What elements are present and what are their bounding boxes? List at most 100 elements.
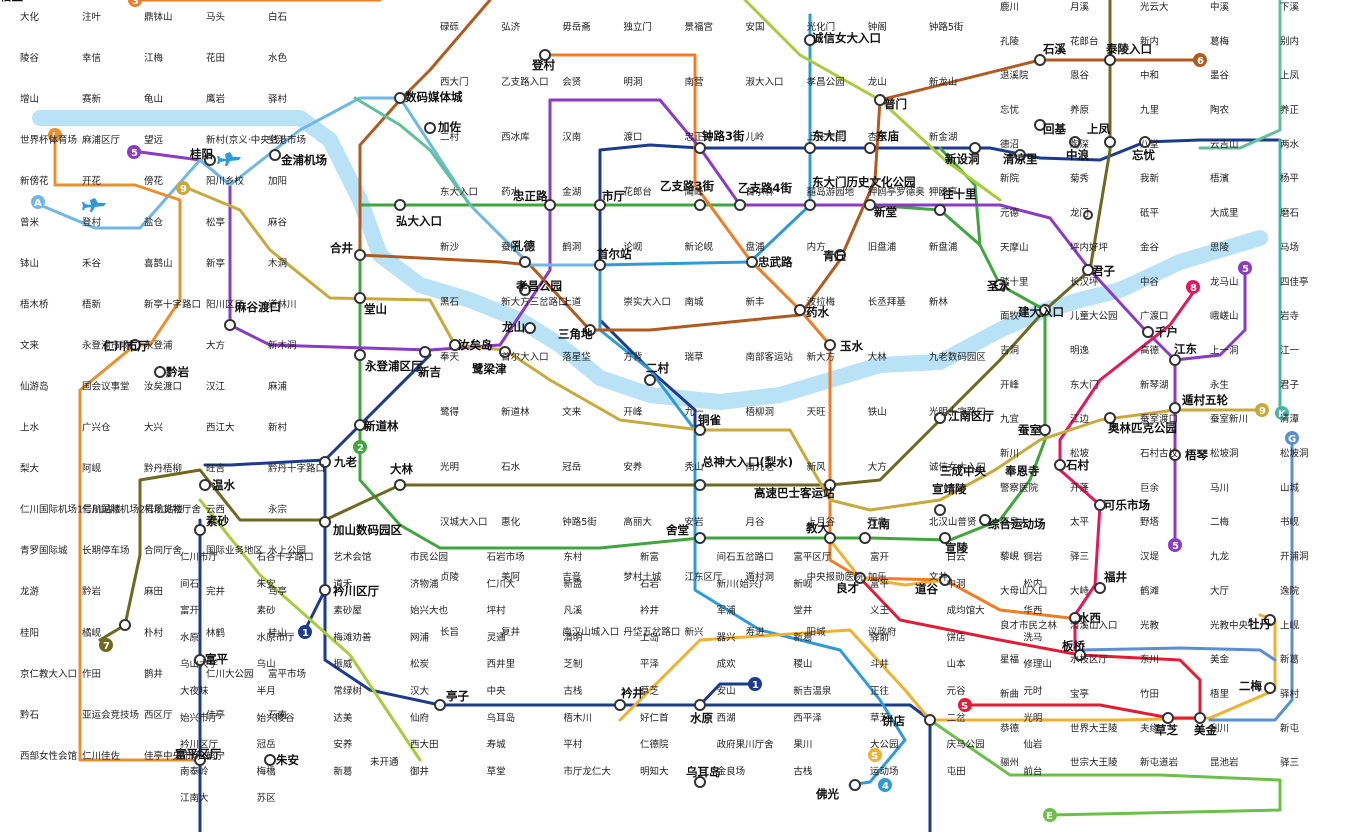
station-gangnam[interactable] — [859, 532, 871, 544]
station-gasan[interactable] — [319, 516, 331, 528]
station-sangbong[interactable] — [1104, 136, 1116, 148]
station-noryangjin[interactable] — [499, 346, 511, 358]
station-imae[interactable] — [1264, 682, 1276, 694]
station-oksu[interactable] — [824, 339, 836, 351]
station-seoul-natl-univ-edu[interactable] — [824, 532, 836, 544]
station-bomun[interactable] — [874, 94, 886, 106]
station-yeongdeungpo-gu[interactable] — [354, 349, 366, 361]
station-bulgwang[interactable] — [539, 49, 551, 61]
station-chungjeongno[interactable] — [544, 199, 556, 211]
major-station-label: 圣水 — [986, 279, 1010, 293]
station-cheonggu[interactable] — [834, 249, 846, 261]
station-sangbong-area[interactable] — [1083, 210, 1093, 220]
station-geumjeong[interactable] — [434, 699, 446, 711]
station-juan[interactable] — [194, 754, 206, 766]
station-singil[interactable] — [419, 346, 431, 358]
station-suseo[interactable] — [1069, 612, 1081, 624]
station-yaksu[interactable] — [794, 304, 806, 316]
station-sindorim[interactable] — [354, 419, 366, 431]
station-byeongjeom[interactable] — [694, 699, 706, 711]
station-express-bus-terminal[interactable] — [824, 479, 836, 491]
station-dongjak[interactable] — [694, 424, 706, 436]
station-pangyo[interactable] — [1074, 649, 1086, 661]
station-cheongnyangni[interactable] — [1014, 149, 1026, 161]
station-olympic-park[interactable] — [1104, 412, 1116, 424]
station-sports-complex[interactable] — [979, 514, 991, 526]
station-seonjeongneung[interactable] — [934, 504, 946, 516]
station-moran[interactable] — [1264, 614, 1276, 626]
station-oido[interactable] — [849, 779, 861, 791]
station-sindang[interactable] — [864, 199, 876, 211]
station-label: 西大门 — [440, 76, 469, 88]
station-bupyeong-gu[interactable] — [119, 619, 131, 631]
station-samgakji[interactable] — [584, 324, 596, 336]
station-gajwa[interactable] — [424, 122, 436, 134]
station-mangu[interactable] — [1139, 136, 1151, 148]
station-digital-media-city[interactable] — [394, 92, 406, 104]
station-hoegi[interactable] — [1034, 119, 1046, 131]
station-label: 世宗大王陵 — [1070, 757, 1118, 769]
station-sungshin[interactable] — [804, 34, 816, 46]
station-garak-market[interactable] — [1094, 499, 1106, 511]
station-ddp[interactable] — [804, 199, 816, 211]
station-seoul-station[interactable] — [594, 259, 606, 271]
station-gimpo-airport[interactable] — [204, 154, 216, 166]
station-hapjeong[interactable] — [354, 249, 366, 261]
station-giheung[interactable] — [924, 714, 936, 726]
station-dunchon-oryun[interactable] — [1169, 402, 1181, 414]
station-euljiro-3ga[interactable] — [694, 199, 706, 211]
station-sinseol-dong[interactable] — [969, 142, 981, 154]
station-jungnang[interactable] — [1069, 136, 1081, 148]
station-bupyeong[interactable] — [194, 654, 206, 666]
station-dongmyo[interactable] — [864, 142, 876, 154]
station-sosa[interactable] — [194, 524, 206, 536]
station-sadang[interactable] — [694, 532, 706, 544]
station-geomam[interactable] — [129, 339, 141, 351]
station-gunja[interactable] — [1082, 264, 1094, 276]
station-migeum[interactable] — [1162, 712, 1174, 724]
station-bokjeong[interactable] — [1094, 582, 1106, 594]
station-dongdaemun[interactable] — [804, 142, 816, 154]
station-jongno-3ga[interactable] — [694, 142, 706, 154]
station-label: 大母山入口 — [1000, 585, 1048, 597]
station-ogeum[interactable] — [1169, 449, 1181, 461]
station-label: 西平泽 — [793, 713, 822, 724]
station-ichon[interactable] — [644, 374, 656, 386]
station-gyeyang[interactable] — [154, 366, 166, 378]
station-chungmuro[interactable] — [746, 256, 758, 268]
station-taereung[interactable] — [1104, 54, 1116, 66]
station-dangsan[interactable] — [354, 292, 366, 304]
station-hwagok-kkachisan[interactable] — [224, 319, 236, 331]
station-dogok[interactable] — [939, 574, 951, 586]
station-guro[interactable] — [319, 456, 331, 468]
station-gangnam-gu-office[interactable] — [934, 412, 946, 424]
station-jamsil[interactable] — [1039, 424, 1051, 436]
station-suwon[interactable] — [614, 699, 626, 711]
station-jeongja[interactable] — [1194, 712, 1206, 724]
station-chongshin[interactable] — [694, 479, 706, 491]
station-euljiro-4ga[interactable] — [734, 199, 746, 211]
station-seokgye[interactable] — [1034, 54, 1046, 66]
station-incheon-city-hall[interactable] — [264, 754, 276, 766]
station-gongdeok[interactable] — [519, 256, 531, 268]
station-yongsan[interactable] — [524, 322, 536, 334]
station-hyochang[interactable] — [519, 284, 531, 296]
station-cheonho[interactable] — [1142, 326, 1154, 338]
station-yangjae[interactable] — [854, 572, 866, 584]
station-magongnaru[interactable] — [269, 149, 281, 161]
station-daerim[interactable] — [394, 479, 406, 491]
station-konkuk[interactable] — [1039, 304, 1051, 316]
station-hongik[interactable] — [394, 199, 406, 211]
station-onsu[interactable] — [199, 479, 211, 491]
station-seokchon[interactable] — [1054, 459, 1066, 471]
station-label: 加阳 — [268, 176, 287, 187]
major-station-label: 牡丹 — [1248, 617, 1271, 631]
station-geumcheon-gu[interactable] — [319, 584, 331, 596]
station-seolleung[interactable] — [939, 532, 951, 544]
station-city-hall[interactable] — [594, 199, 606, 211]
station-yeouido[interactable] — [449, 339, 461, 351]
station-gangdong[interactable] — [1169, 354, 1181, 366]
station-choji[interactable] — [694, 776, 706, 788]
station-wangsimni[interactable] — [934, 204, 946, 216]
station-seongsu[interactable] — [994, 279, 1006, 291]
